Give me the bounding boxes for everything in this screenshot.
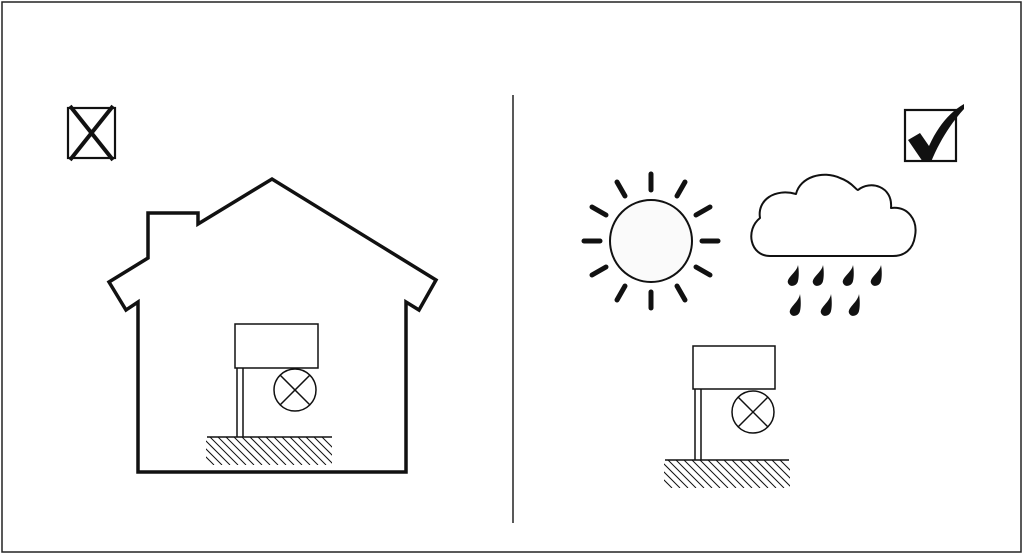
wall-mounted-unit-icon	[206, 323, 332, 465]
unit-housing	[234, 323, 319, 369]
ground-hatch-icon	[206, 436, 332, 465]
rain-cloud-icon	[750, 173, 917, 316]
lamp-icon	[273, 368, 317, 412]
crossed-box-icon	[66, 104, 117, 162]
ground-hatch-icon	[664, 459, 790, 488]
wall-mounted-unit-icon	[664, 345, 790, 488]
house-icon	[106, 176, 439, 474]
checked-box-icon	[903, 104, 964, 163]
unit-housing	[692, 345, 776, 390]
lamp-icon	[731, 390, 775, 434]
sun-icon	[581, 171, 721, 311]
raindrops	[787, 265, 882, 316]
